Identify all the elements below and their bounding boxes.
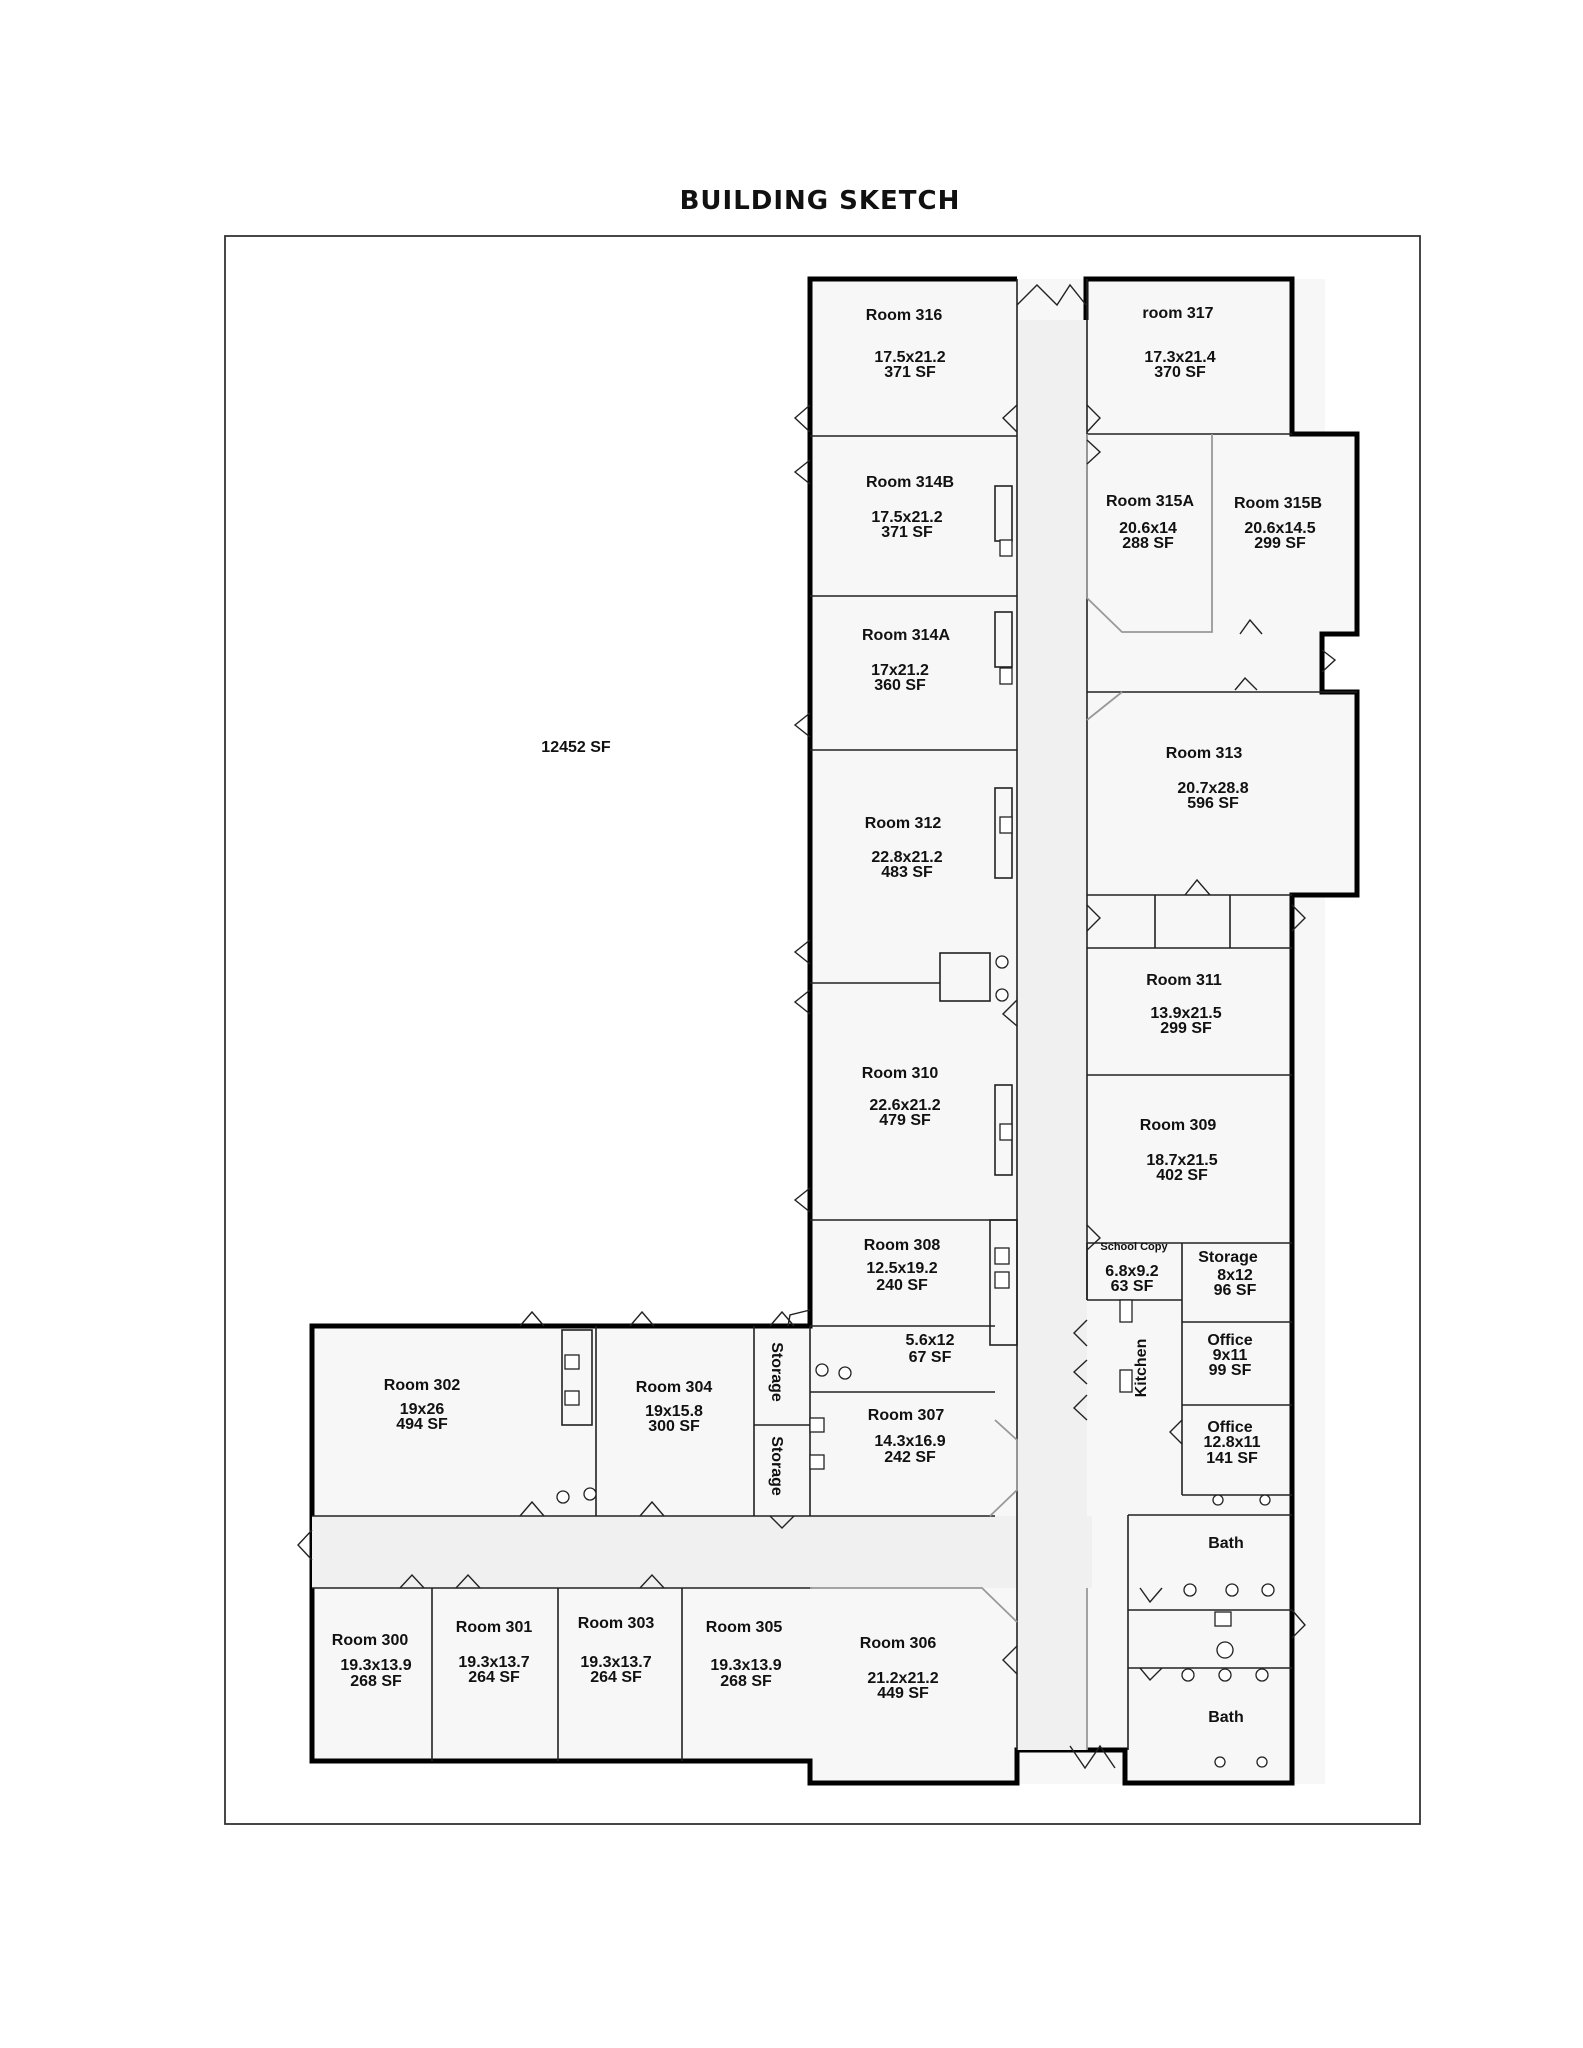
room-316-name: Room 316	[866, 307, 943, 324]
school-copy-dims: 6.8x9.2	[1105, 1263, 1158, 1280]
room-301-area: 264 SF	[468, 1669, 520, 1686]
site-area-label: 12452 SF	[541, 739, 611, 756]
closets	[561, 485, 1018, 1426]
closet-area: 67 SF	[909, 1349, 952, 1366]
room-308-name: Room 308	[864, 1237, 941, 1254]
room-300-area: 268 SF	[350, 1673, 402, 1690]
plumbing-fixtures	[556, 539, 1275, 1768]
room-304-dims: 19x15.8	[645, 1403, 703, 1420]
room-313-area: 596 SF	[1187, 795, 1239, 812]
room-309-name: Room 309	[1140, 1117, 1217, 1134]
corridors	[312, 320, 1092, 1750]
room-302-name: Room 302	[384, 1377, 461, 1394]
room-307-dims: 14.3x16.9	[874, 1433, 945, 1450]
room-317-dims: 17.3x21.4	[1144, 349, 1215, 366]
room-313-dims: 20.7x28.8	[1177, 780, 1248, 797]
storage-east-area: 96 SF	[1214, 1282, 1257, 1299]
room-300-name: Room 300	[332, 1632, 409, 1649]
page-title: BUILDING SKETCH	[679, 186, 961, 216]
office-1-area: 99 SF	[1209, 1362, 1252, 1379]
room-304-area: 300 SF	[648, 1418, 700, 1435]
room-302-dims: 19x26	[400, 1401, 445, 1418]
room-310-area: 479 SF	[879, 1112, 931, 1129]
room-313-name: Room 313	[1166, 745, 1243, 762]
room-303-area: 264 SF	[590, 1669, 642, 1686]
room-306-dims: 21.2x21.2	[867, 1670, 938, 1687]
storage-1-name: Storage	[768, 1342, 785, 1402]
kitchen-name: Kitchen	[1133, 1339, 1150, 1398]
room-309-area: 402 SF	[1156, 1167, 1208, 1184]
storage-2-name: Storage	[768, 1436, 785, 1496]
room-316-area: 371 SF	[884, 364, 936, 381]
room-314b-dims: 17.5x21.2	[871, 509, 942, 526]
room-306-area: 449 SF	[877, 1685, 929, 1702]
room-305-area: 268 SF	[720, 1673, 772, 1690]
room-316-dims: 17.5x21.2	[874, 349, 945, 366]
room-305-name: Room 305	[706, 1619, 783, 1636]
storage-east-dims: 8x12	[1217, 1267, 1253, 1284]
office-1-name: Office	[1207, 1332, 1252, 1349]
room-314b-area: 371 SF	[881, 524, 933, 541]
room-315a-area: 288 SF	[1122, 535, 1174, 552]
room-312-area: 483 SF	[881, 864, 933, 881]
door-swings	[297, 283, 1337, 1770]
room-315a-name: Room 315A	[1106, 493, 1194, 510]
school-copy-area: 63 SF	[1111, 1278, 1154, 1295]
angled-walls	[810, 434, 1213, 1750]
room-314a-name: Room 314A	[862, 627, 950, 644]
closet-dims: 5.6x12	[906, 1332, 955, 1349]
room-317-name: room 317	[1142, 305, 1213, 322]
storage-east-name: Storage	[1198, 1249, 1258, 1266]
school-copy-name: School Copy	[1100, 1241, 1168, 1253]
bath-1-name: Bath	[1208, 1535, 1244, 1552]
room-315b-name: Room 315B	[1234, 495, 1322, 512]
sketch-frame	[224, 235, 1421, 1825]
room-312-name: Room 312	[865, 815, 942, 832]
office-2-name: Office	[1207, 1419, 1252, 1436]
room-311-name: Room 311	[1146, 972, 1222, 989]
room-302-area: 494 SF	[396, 1416, 448, 1433]
bath-2-name: Bath	[1208, 1709, 1244, 1726]
room-311-area: 299 SF	[1160, 1020, 1212, 1037]
labels: 12452 SF Room 316 17.5x21.2 371 SF room …	[332, 305, 1322, 1726]
room-307-name: Room 307	[868, 1407, 945, 1424]
exterior-wall	[309, 276, 1360, 1786]
office-1-dims: 9x11	[1213, 1347, 1248, 1364]
room-317-area: 370 SF	[1154, 364, 1206, 381]
room-307-area: 242 SF	[884, 1449, 936, 1466]
room-306-name: Room 306	[860, 1635, 937, 1652]
room-311-dims: 13.9x21.5	[1150, 1005, 1221, 1022]
room-309-dims: 18.7x21.5	[1146, 1152, 1217, 1169]
room-303-dims: 19.3x13.7	[580, 1654, 651, 1671]
room-312-dims: 22.8x21.2	[871, 849, 942, 866]
room-305-dims: 19.3x13.9	[710, 1657, 781, 1674]
office-2-area: 141 SF	[1206, 1450, 1258, 1467]
room-303-name: Room 303	[578, 1615, 655, 1632]
room-301-dims: 19.3x13.7	[458, 1654, 529, 1671]
room-308-dims: 12.5x19.2	[866, 1260, 937, 1277]
room-304-name: Room 304	[636, 1379, 713, 1396]
room-314a-dims: 17x21.2	[871, 662, 929, 679]
room-314a-area: 360 SF	[874, 677, 926, 694]
room-300-dims: 19.3x13.9	[340, 1657, 411, 1674]
room-301-name: Room 301	[456, 1619, 533, 1636]
room-314b-name: Room 314B	[866, 474, 954, 491]
room-310-dims: 22.6x21.2	[869, 1097, 940, 1114]
office-2-dims: 12.8x11	[1204, 1434, 1261, 1451]
room-315b-area: 299 SF	[1254, 535, 1306, 552]
room-315b-dims: 20.6x14.5	[1244, 520, 1315, 537]
room-310-name: Room 310	[862, 1065, 939, 1082]
room-315a-dims: 20.6x14	[1119, 520, 1177, 537]
room-308-area: 240 SF	[876, 1277, 928, 1294]
